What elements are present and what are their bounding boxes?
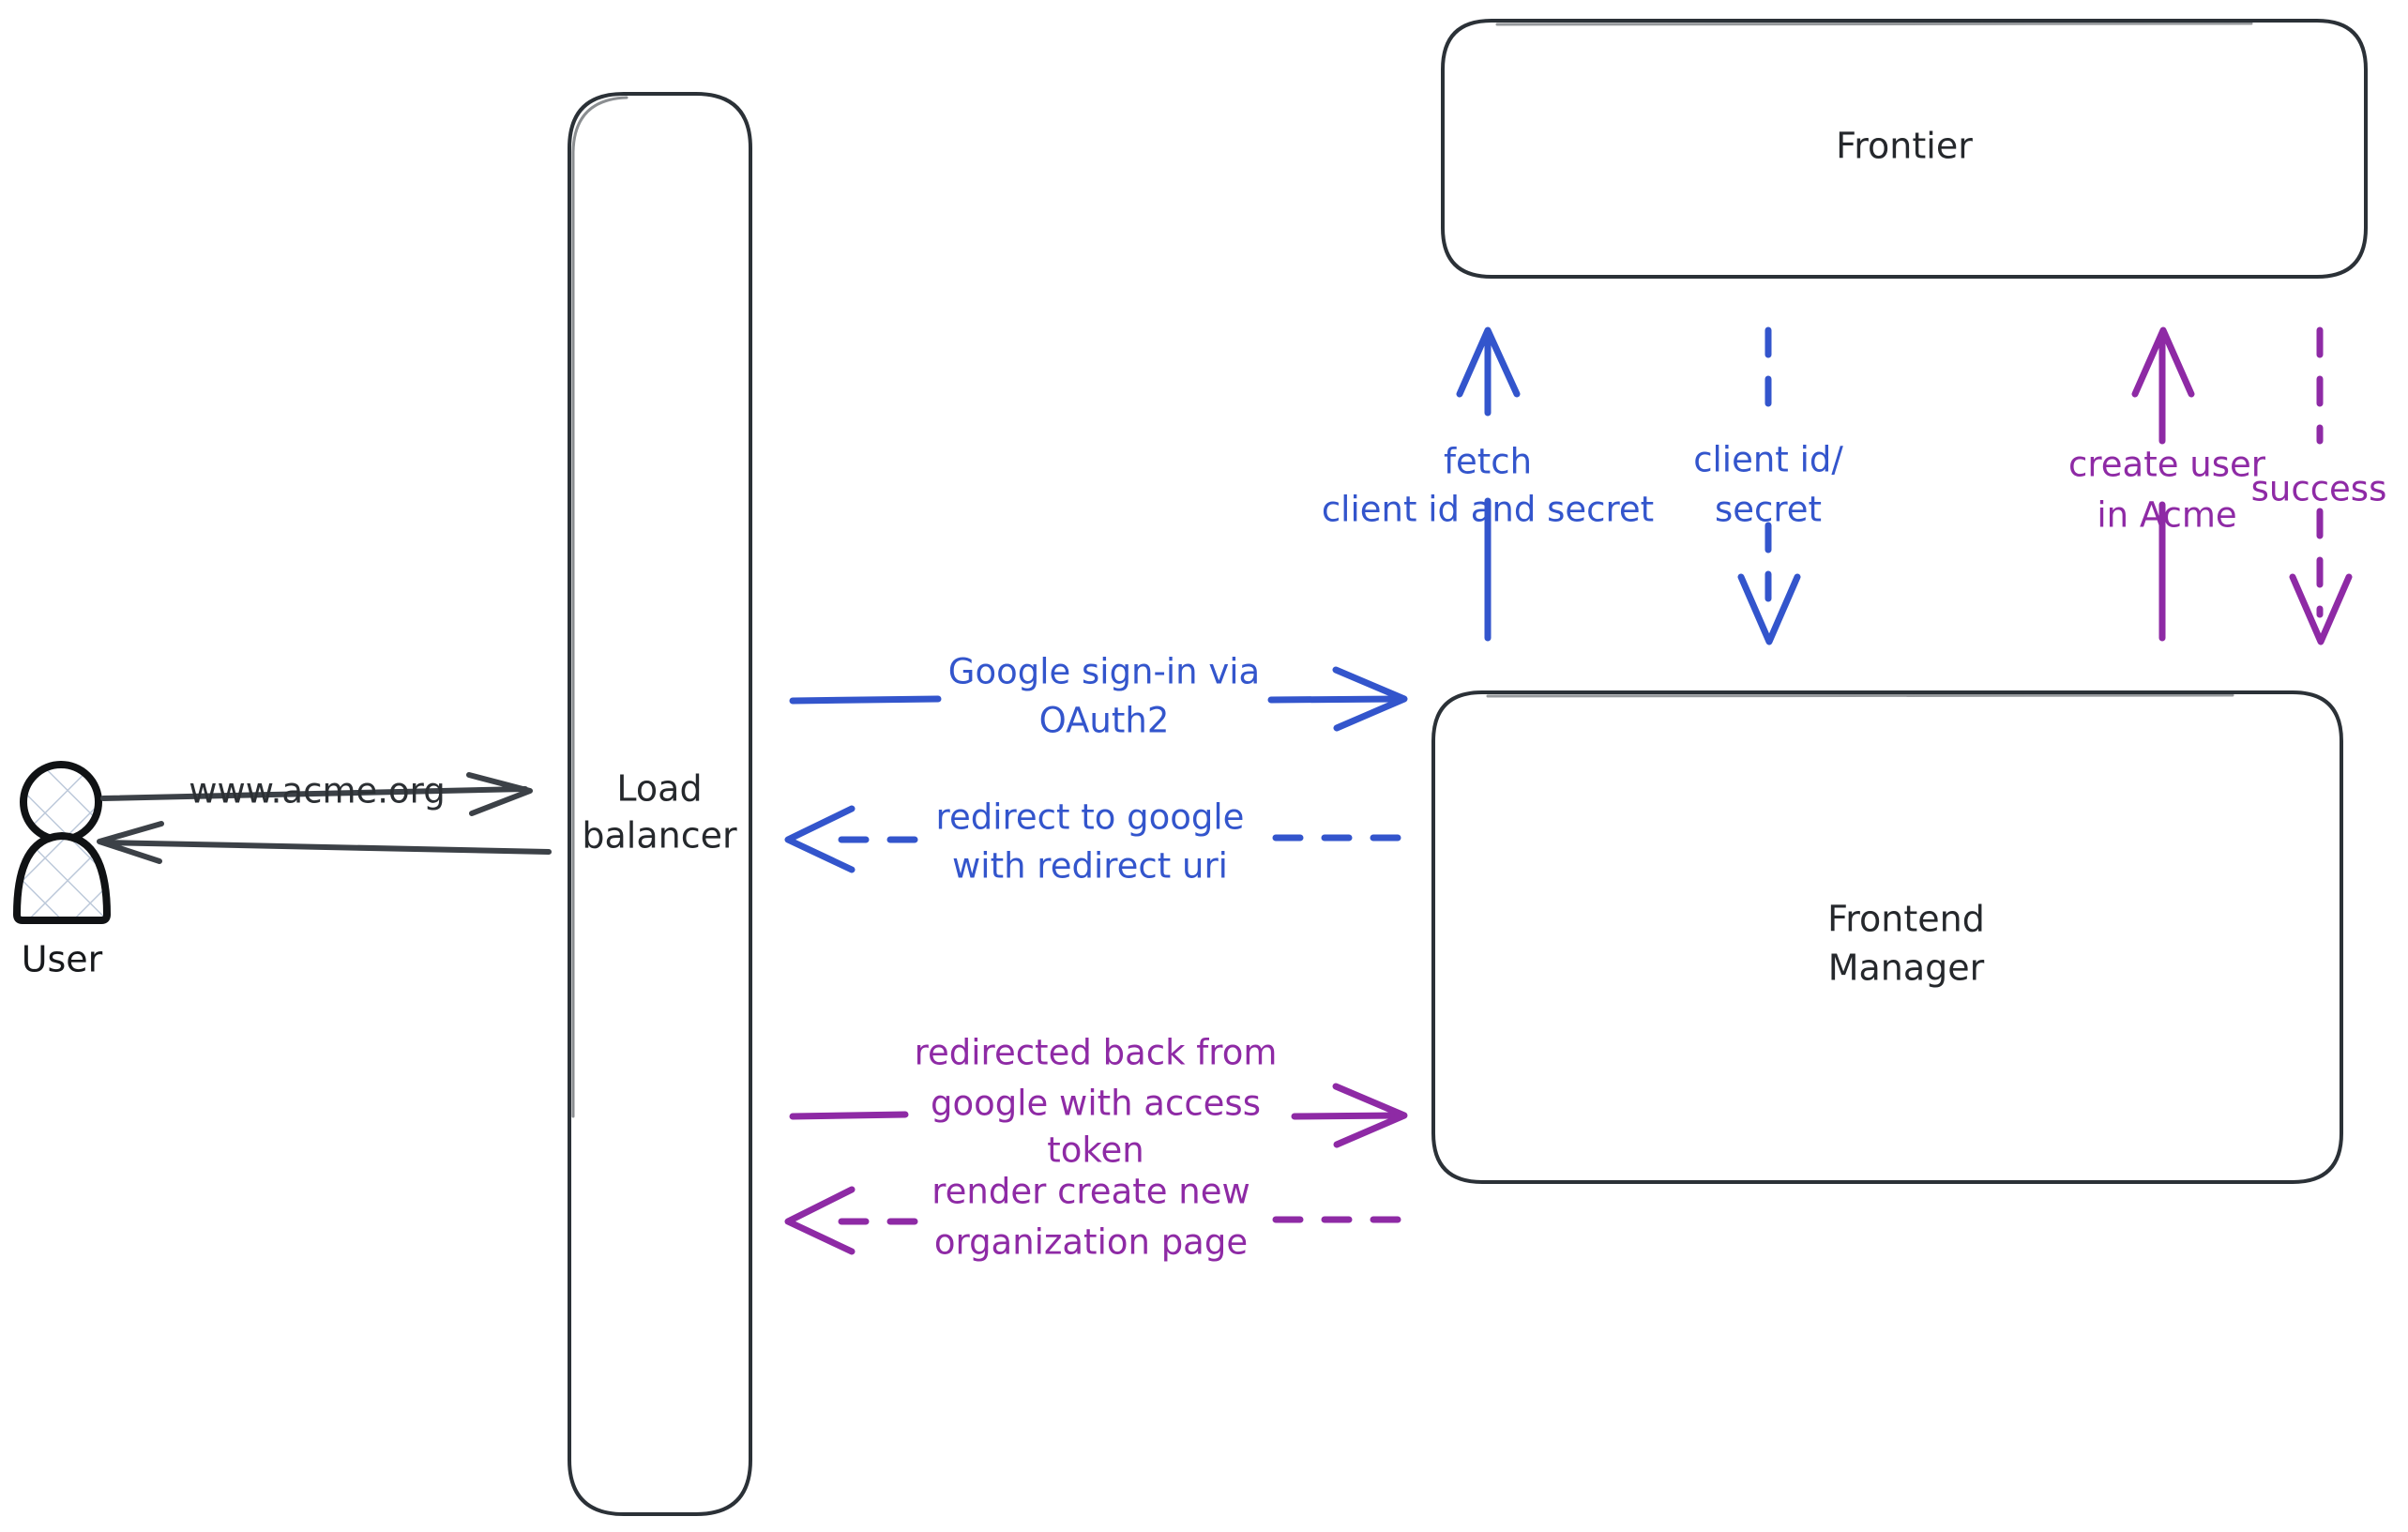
edge-fm-to-lb-render-label-line1: render create new <box>931 1172 1250 1212</box>
edge-frontier-to-fm-credentials-label-line2: secret <box>1715 490 1822 530</box>
edge-fm-to-frontier-create-user[interactable]: create user in Acme <box>2068 326 2266 642</box>
edge-frontier-to-fm-success-label: success <box>2251 469 2387 509</box>
edge-frontier-to-fm-credentials-label-line1: client id/ <box>1693 440 1843 480</box>
edge-lb-to-fm-token[interactable]: redirected back from google with access … <box>789 1033 1408 1171</box>
edge-user-to-lb[interactable]: www.acme.org <box>100 771 533 816</box>
frontend-manager-label-line1: Frontend <box>1827 899 1985 940</box>
load-balancer-label-line2: balancer <box>582 815 737 857</box>
frontend-manager-label-line2: Manager <box>1828 948 1985 989</box>
actor-user[interactable]: User <box>13 761 111 980</box>
actor-user-label: User <box>22 939 103 980</box>
edge-fm-to-lb-redirect-label-line1: redirect to google <box>936 797 1245 838</box>
edge-lb-to-fm-token-label-line1: redirected back from <box>915 1033 1278 1073</box>
edge-fm-to-frontier-create-user-label-line2: in Acme <box>2097 495 2236 536</box>
edge-fm-to-frontier-fetch-label-line1: fetch <box>1444 442 1532 482</box>
edge-fm-to-lb-render[interactable]: render create new organization page <box>784 1172 1401 1263</box>
edge-lb-to-fm-signin[interactable]: Google sign-in via OAuth2 <box>789 652 1408 741</box>
edge-fm-to-lb-render-label-line2: organization page <box>934 1222 1248 1263</box>
edge-fm-to-frontier-create-user-label-line1: create user <box>2068 445 2266 485</box>
edge-lb-to-fm-token-label-line2: google with access <box>931 1084 1261 1124</box>
person-icon <box>13 761 111 924</box>
edge-lb-to-user[interactable] <box>97 821 552 864</box>
edge-lb-to-fm-token-label-line3: token <box>1047 1130 1143 1171</box>
frontier-label: Frontier <box>1836 126 1973 167</box>
node-frontend-manager[interactable]: Frontend Manager <box>1431 690 2343 1184</box>
node-load-balancer[interactable]: Load balancer <box>568 92 752 1516</box>
edge-frontier-to-fm-credentials[interactable]: client id/ secret <box>1693 326 1843 645</box>
edge-frontier-to-fm-success[interactable]: success <box>2251 326 2387 645</box>
edge-fm-to-lb-redirect[interactable]: redirect to google with redirect uri <box>784 797 1401 887</box>
edge-fm-to-frontier-fetch-label-line2: client id and secret <box>1322 490 1654 530</box>
edge-fm-to-lb-redirect-label-line2: with redirect uri <box>952 846 1228 887</box>
load-balancer-label-line1: Load <box>616 768 702 810</box>
edge-lb-to-fm-signin-label-line1: Google sign-in via <box>948 652 1260 692</box>
edge-fm-to-frontier-fetch[interactable]: fetch client id and secret <box>1322 326 1654 642</box>
node-frontier[interactable]: Frontier <box>1441 19 2368 279</box>
edge-lb-to-fm-signin-label-line2: OAuth2 <box>1039 701 1170 741</box>
edge-user-to-lb-label: www.acme.org <box>189 771 445 812</box>
